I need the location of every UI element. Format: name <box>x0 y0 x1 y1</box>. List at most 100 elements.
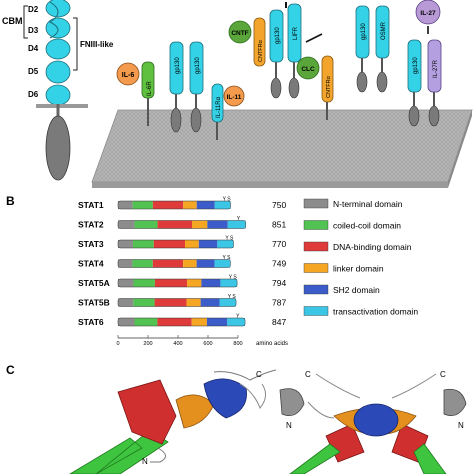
phospho-site-marks: Y S <box>225 236 234 242</box>
domain-segment <box>118 298 134 307</box>
cntfr-b-label: CNTFRα <box>326 75 332 98</box>
lifr-arrow <box>305 33 323 43</box>
il11-ligand <box>223 85 245 107</box>
stat-length: 851 <box>272 220 286 230</box>
lifr-jak <box>288 77 300 99</box>
domain-segment <box>152 201 184 209</box>
domain-segment <box>183 259 197 268</box>
domain-d4: D4 <box>28 44 39 53</box>
domain-d5: D5 <box>28 67 39 76</box>
stat-bar-outline <box>117 278 238 288</box>
domain-segment <box>192 220 208 229</box>
domain-segment <box>134 318 158 326</box>
receptor-domain-diagram: CBM D2 D3 D4 D5 D6 FNIII-like <box>2 0 114 181</box>
cntf-ligand <box>228 20 252 44</box>
il6-ligand <box>116 62 140 86</box>
legend-label: N-terminal domain <box>333 199 403 209</box>
il27-label: IL-27 <box>420 10 436 17</box>
right-c-terminus-1: C <box>305 370 311 379</box>
phospho-site-marks: Y S <box>228 294 237 300</box>
axis-tick-label: 0 <box>116 341 119 347</box>
domain-segment <box>152 259 184 268</box>
membrane-edge <box>448 110 472 188</box>
linker-region <box>175 394 215 429</box>
domain-segment <box>227 220 246 229</box>
domain-segment <box>133 279 155 287</box>
panel-a: CBM D2 D3 D4 D5 D6 FNIII-like <box>2 0 473 188</box>
stat-bar-outline <box>117 259 231 268</box>
dimer-right-coiled-coil <box>413 443 447 474</box>
stat-bar-outline <box>117 200 231 210</box>
domain-segment <box>187 279 202 287</box>
phospho-site-marks: Y S <box>223 197 232 203</box>
clc-label: CLC <box>301 66 315 73</box>
stat-name: STAT3 <box>78 239 104 249</box>
il27r-jak <box>428 105 440 127</box>
domain-segment <box>196 201 215 209</box>
domain-segment <box>200 298 220 307</box>
domain-segment <box>132 201 153 209</box>
legend-swatch <box>303 198 329 209</box>
domain-segment <box>118 201 133 209</box>
gp130-a-jak <box>170 107 182 133</box>
phospho-site-marks: Y <box>237 216 241 222</box>
panel-c: C C N C C N N <box>6 363 467 474</box>
domain-segment <box>227 318 246 326</box>
phospho-site-marks: Y S <box>222 255 231 261</box>
domain-segment <box>118 318 135 326</box>
dimer-left-nterm <box>279 388 305 417</box>
dimer-left-coiled-coil <box>289 443 341 474</box>
dimer-loops <box>307 373 437 419</box>
cntfr-receptor <box>253 17 266 67</box>
osmr-label: OSMR <box>381 21 387 40</box>
axis-tick-label: 200 <box>143 341 152 347</box>
axis-tick-label: 800 <box>233 341 242 347</box>
il27-ligand <box>415 0 441 25</box>
stat-length: 750 <box>272 200 286 210</box>
axis-tick-label: 600 <box>203 341 212 347</box>
right-n-terminus-2: N <box>458 421 464 430</box>
domain-segment <box>183 201 197 209</box>
receptor-complexes: IL-6 IL-6R gp130 gp130 IL-11Rα IL-11 CNT… <box>116 0 442 140</box>
il27r-label: IL-27R <box>433 59 439 78</box>
fniii-bracket <box>73 17 78 71</box>
stat-bar-outline <box>117 317 246 327</box>
domain-segment <box>191 318 207 326</box>
domain-d5-shape <box>45 60 71 84</box>
panel-b-label: B <box>6 194 15 208</box>
legend-label: linker domain <box>333 264 384 274</box>
clc-ligand <box>296 56 320 80</box>
domain-d6-shape <box>45 84 71 106</box>
stat-length: 847 <box>272 317 286 327</box>
osmr-jak <box>376 71 388 93</box>
stat-length: 749 <box>272 259 286 269</box>
gp130-b-label: gp130 <box>195 57 201 74</box>
domain-segment <box>184 240 199 248</box>
gp130-d-label: gp130 <box>361 23 367 40</box>
il6-label: IL-6 <box>122 72 135 79</box>
sh2-domain <box>203 378 247 419</box>
domain-d3: D3 <box>28 26 39 35</box>
domain-segment <box>154 298 187 307</box>
gp130-e-label: gp130 <box>413 57 419 74</box>
n-terminal-loop <box>150 447 166 463</box>
domain-segment <box>196 259 215 268</box>
stat-length: 770 <box>272 239 286 249</box>
phospho-site-marks: Y <box>236 314 240 320</box>
panel-c-label: C <box>6 363 15 377</box>
stat-bar-outline <box>117 239 234 249</box>
membrane-side <box>92 182 448 188</box>
stat-length: 794 <box>272 278 286 288</box>
membrane-plane <box>91 109 473 188</box>
legend-swatch <box>303 306 329 316</box>
domain-d2: D2 <box>28 5 39 14</box>
gp130-d-jak <box>356 71 368 93</box>
legend-label: DNA-binding domain <box>333 242 412 252</box>
dimer-sh2-core <box>353 403 399 437</box>
stat-dimer-structure <box>279 373 467 474</box>
